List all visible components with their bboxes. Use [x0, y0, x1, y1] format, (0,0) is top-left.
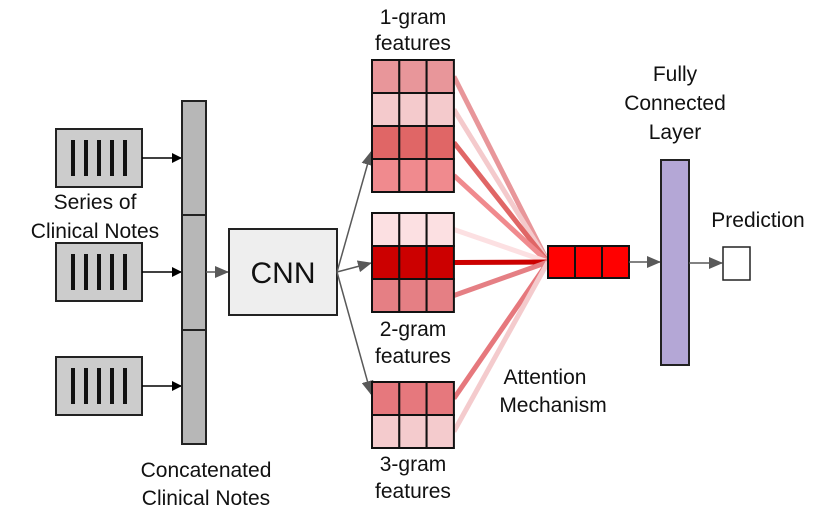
feature-cell	[371, 414, 401, 449]
clinical-notes-group	[55, 128, 182, 416]
feature-cell	[425, 125, 455, 160]
feature-cell	[371, 125, 401, 160]
fc-label-line1: Fully	[653, 63, 698, 86]
attention-vector	[547, 245, 630, 279]
feature-cell	[371, 278, 401, 313]
feature-cell	[425, 212, 455, 247]
feature-cell	[398, 212, 428, 247]
cnn-label: CNN	[251, 257, 316, 290]
attention-weight-line	[453, 259, 549, 298]
feature-cell	[398, 59, 428, 94]
feature-cell	[398, 245, 428, 280]
attention-vector-cell	[601, 245, 630, 279]
feature-cell	[425, 245, 455, 280]
feature-cell	[398, 278, 428, 313]
arrow-cnn-to-3gram	[336, 271, 374, 395]
3gram-label-line2: features	[375, 480, 451, 503]
feature-map-3-gram	[371, 381, 455, 449]
2gram-label-line2: features	[375, 345, 451, 368]
attention-weight-line	[452, 173, 550, 264]
concat-segment	[181, 214, 207, 331]
clinical-note-box	[55, 242, 182, 302]
concat-label-line1: Concatenated	[141, 459, 272, 482]
prediction-box	[722, 246, 751, 281]
concat-segment	[181, 329, 207, 445]
feature-cell	[425, 381, 455, 416]
attention-weight-line	[453, 227, 549, 265]
feature-cell	[371, 92, 401, 127]
attention-vector-cell	[574, 245, 603, 279]
attention-weight-line	[453, 259, 549, 265]
concatenated-notes-bar	[181, 100, 207, 445]
attention-label-line2: Mechanism	[499, 394, 606, 417]
prediction-label: Prediction	[711, 209, 804, 232]
feature-cell	[371, 59, 401, 94]
feature-cell	[371, 245, 401, 280]
feature-cell	[398, 158, 428, 193]
concat-segment	[181, 100, 207, 216]
feature-cell	[371, 158, 401, 193]
feature-cell	[398, 381, 428, 416]
attention-lines	[451, 75, 551, 433]
attention-weight-line	[451, 260, 551, 400]
fc-label-line2: Connected	[624, 92, 726, 115]
feature-maps	[371, 59, 455, 449]
attention-weight-line	[451, 260, 551, 433]
feature-cell	[398, 414, 428, 449]
attention-weight-line	[451, 140, 550, 264]
feature-cell	[425, 59, 455, 94]
attention-weight-line	[451, 108, 551, 264]
notes-label-line2: Clinical Notes	[31, 220, 159, 243]
arrow-cnn-to-1gram	[336, 151, 374, 273]
1gram-label-line2: features	[375, 32, 451, 55]
fc-label-line3: Layer	[649, 121, 702, 144]
2gram-label-line1: 2-gram	[380, 318, 447, 341]
clinical-note-box	[55, 356, 182, 416]
fully-connected-layer	[660, 159, 690, 366]
feature-cell	[371, 381, 401, 416]
feature-cell	[398, 125, 428, 160]
concat-label-line2: Clinical Notes	[142, 487, 270, 510]
feature-cell	[425, 278, 455, 313]
1gram-label-line1: 1-gram	[380, 6, 447, 29]
feature-map-2-gram	[371, 212, 455, 313]
feature-cell	[425, 92, 455, 127]
3gram-label-line1: 3-gram	[380, 453, 447, 476]
arrow-cnn-to-2gram	[336, 260, 372, 273]
clinical-note-box	[55, 128, 182, 188]
feature-cell	[425, 414, 455, 449]
attention-vector-cell	[547, 245, 576, 279]
feature-map-1-gram	[371, 59, 455, 193]
attention-label-line1: Attention	[504, 366, 587, 389]
feature-cell	[425, 158, 455, 193]
feature-cell	[398, 92, 428, 127]
cnn-box	[228, 228, 338, 316]
feature-cell	[371, 212, 401, 247]
notes-label-line1: Series of	[54, 191, 137, 214]
attention-weight-line	[451, 75, 551, 264]
